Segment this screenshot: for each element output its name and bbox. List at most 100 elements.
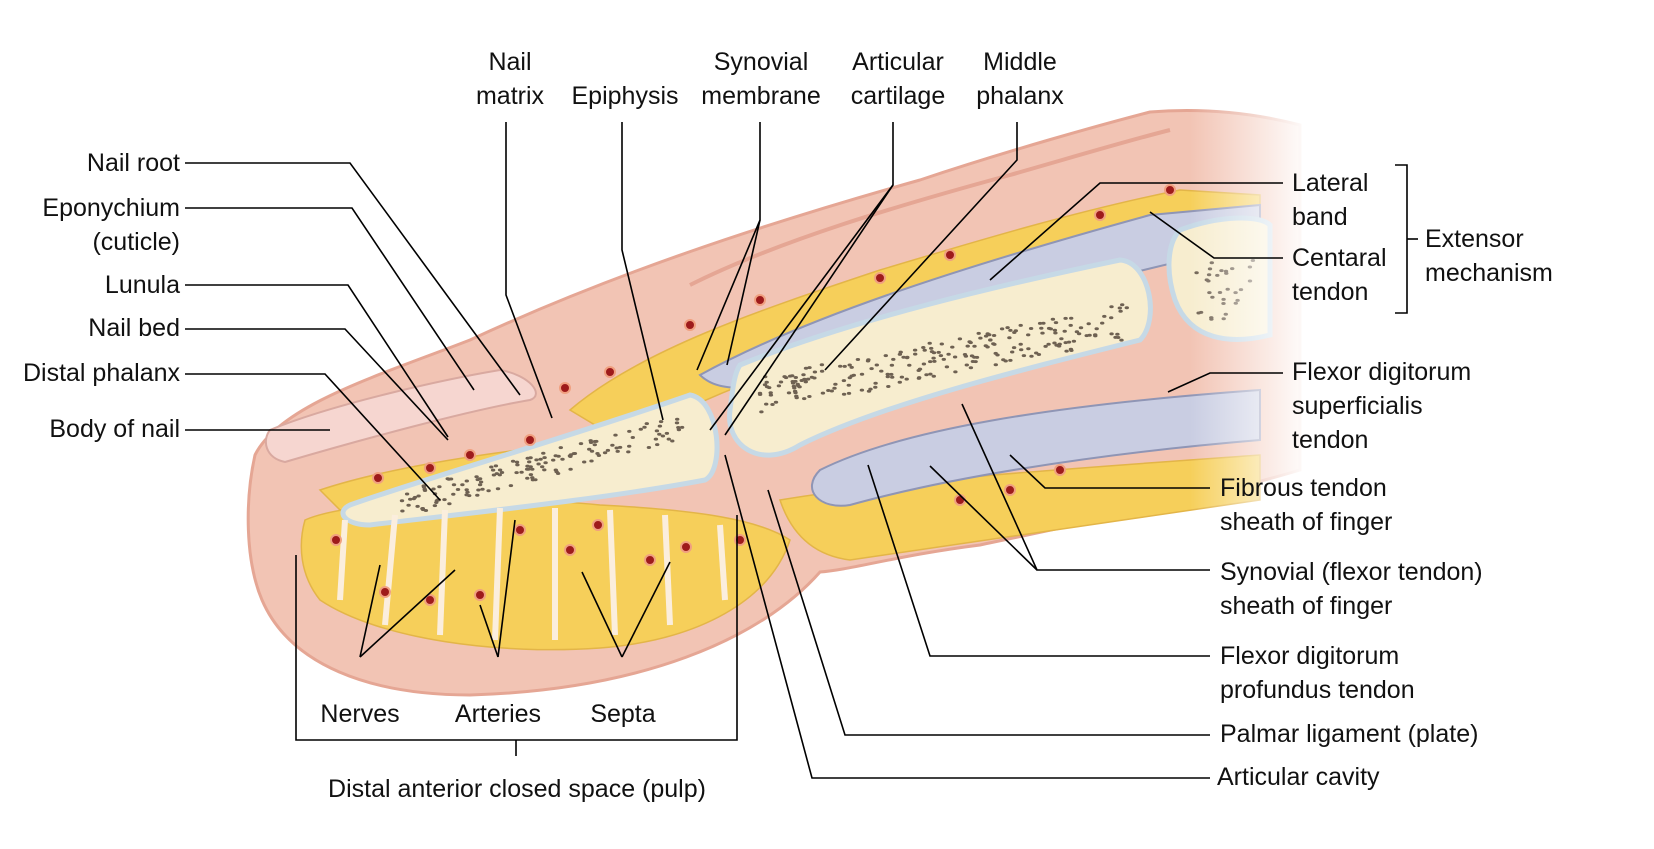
trabecula	[660, 434, 666, 438]
trabecula	[883, 354, 888, 358]
trabecula	[757, 391, 763, 395]
trabecula	[999, 327, 1005, 331]
trabecula	[788, 374, 793, 378]
trabecula	[614, 446, 619, 450]
trabecula	[826, 389, 831, 392]
trabecula	[555, 472, 561, 475]
trabecula	[538, 457, 543, 461]
trabecula	[859, 388, 865, 392]
septum	[607, 509, 618, 636]
trabecula	[846, 391, 852, 395]
trabecula	[838, 364, 843, 368]
trabecula	[907, 363, 912, 367]
trabecula	[897, 352, 903, 356]
trabecula	[1071, 339, 1077, 343]
trabecula	[1116, 336, 1121, 339]
trabecula	[897, 380, 902, 384]
trabecula	[602, 451, 608, 455]
trabecula	[533, 478, 538, 482]
label-eponychium: Eponychium(cuticle)	[42, 194, 180, 256]
trabecula	[1100, 321, 1105, 325]
trabecula	[455, 488, 461, 491]
trabecula	[399, 499, 405, 503]
leader-lines	[185, 122, 1418, 779]
label-lunula: Lunula	[104, 271, 180, 299]
trabecula	[886, 385, 891, 388]
leader-line	[989, 182, 1283, 281]
leader-line	[185, 328, 449, 441]
leader-line	[724, 454, 1210, 779]
leader-line	[359, 564, 381, 658]
trabecula	[972, 344, 977, 348]
trabecula	[530, 476, 535, 480]
trabecula	[770, 403, 775, 406]
trabecula	[1021, 354, 1027, 358]
label-nerves: Nerves	[320, 700, 400, 728]
trabecula	[869, 367, 874, 371]
trabecula	[1026, 333, 1031, 337]
trabecula	[588, 441, 594, 444]
trabecula	[626, 450, 631, 454]
nail-plate	[264, 368, 537, 464]
trabecula	[1062, 329, 1067, 333]
middle-phalanx-bone	[727, 257, 1153, 458]
trabecula	[936, 350, 941, 354]
trabecula	[408, 497, 413, 501]
trabecula	[773, 400, 779, 404]
distal-phalanx-bone	[340, 392, 720, 528]
trabecula	[416, 494, 421, 498]
trabecula	[829, 389, 834, 393]
leader-line	[185, 284, 449, 438]
trabecula	[1059, 337, 1064, 341]
trabecula	[528, 473, 534, 477]
trabecula	[490, 468, 496, 472]
trabecula	[589, 459, 594, 463]
artery	[559, 382, 571, 394]
leader-line	[929, 465, 1038, 571]
trabecula	[515, 463, 520, 467]
trabecula	[1026, 347, 1031, 351]
label-body-of-nail: Body of nail	[49, 415, 180, 443]
artery	[474, 589, 486, 601]
label-synovial-sheath: Synovial (flexor tendon)sheath of finger	[1220, 558, 1483, 620]
trabecula	[1043, 344, 1048, 348]
trabecula	[970, 360, 976, 363]
trabecula	[759, 410, 764, 414]
trabecula	[1018, 323, 1023, 327]
trabecula	[404, 492, 410, 496]
trabecular-dots	[399, 259, 1256, 513]
trabecula	[644, 422, 649, 426]
trabecula	[477, 477, 483, 481]
trabecula	[477, 483, 483, 487]
trabecula	[809, 375, 815, 379]
trabecula	[587, 447, 592, 451]
leader-line	[1167, 372, 1283, 393]
trabecula	[849, 365, 854, 369]
trabecula	[889, 372, 894, 376]
septum	[437, 509, 448, 636]
trabecula	[1028, 327, 1034, 330]
trabecula	[873, 385, 878, 389]
trabecula	[952, 355, 958, 359]
trabecula	[967, 340, 972, 344]
trabecula	[913, 352, 918, 356]
trabecula	[1093, 334, 1098, 338]
artery	[754, 294, 766, 306]
trabecula	[465, 490, 470, 494]
septum	[337, 519, 348, 601]
trabecula	[762, 383, 768, 387]
trabecula	[778, 380, 784, 384]
trabecula	[1007, 336, 1012, 340]
trabecula	[968, 366, 974, 370]
trabecula	[924, 373, 929, 377]
trabecula	[921, 362, 927, 366]
trabecula	[939, 342, 944, 346]
trabecula	[674, 421, 680, 425]
trabecula	[985, 332, 990, 336]
trabecula	[927, 341, 932, 345]
trabecula	[551, 458, 556, 462]
trabecula	[480, 487, 485, 491]
